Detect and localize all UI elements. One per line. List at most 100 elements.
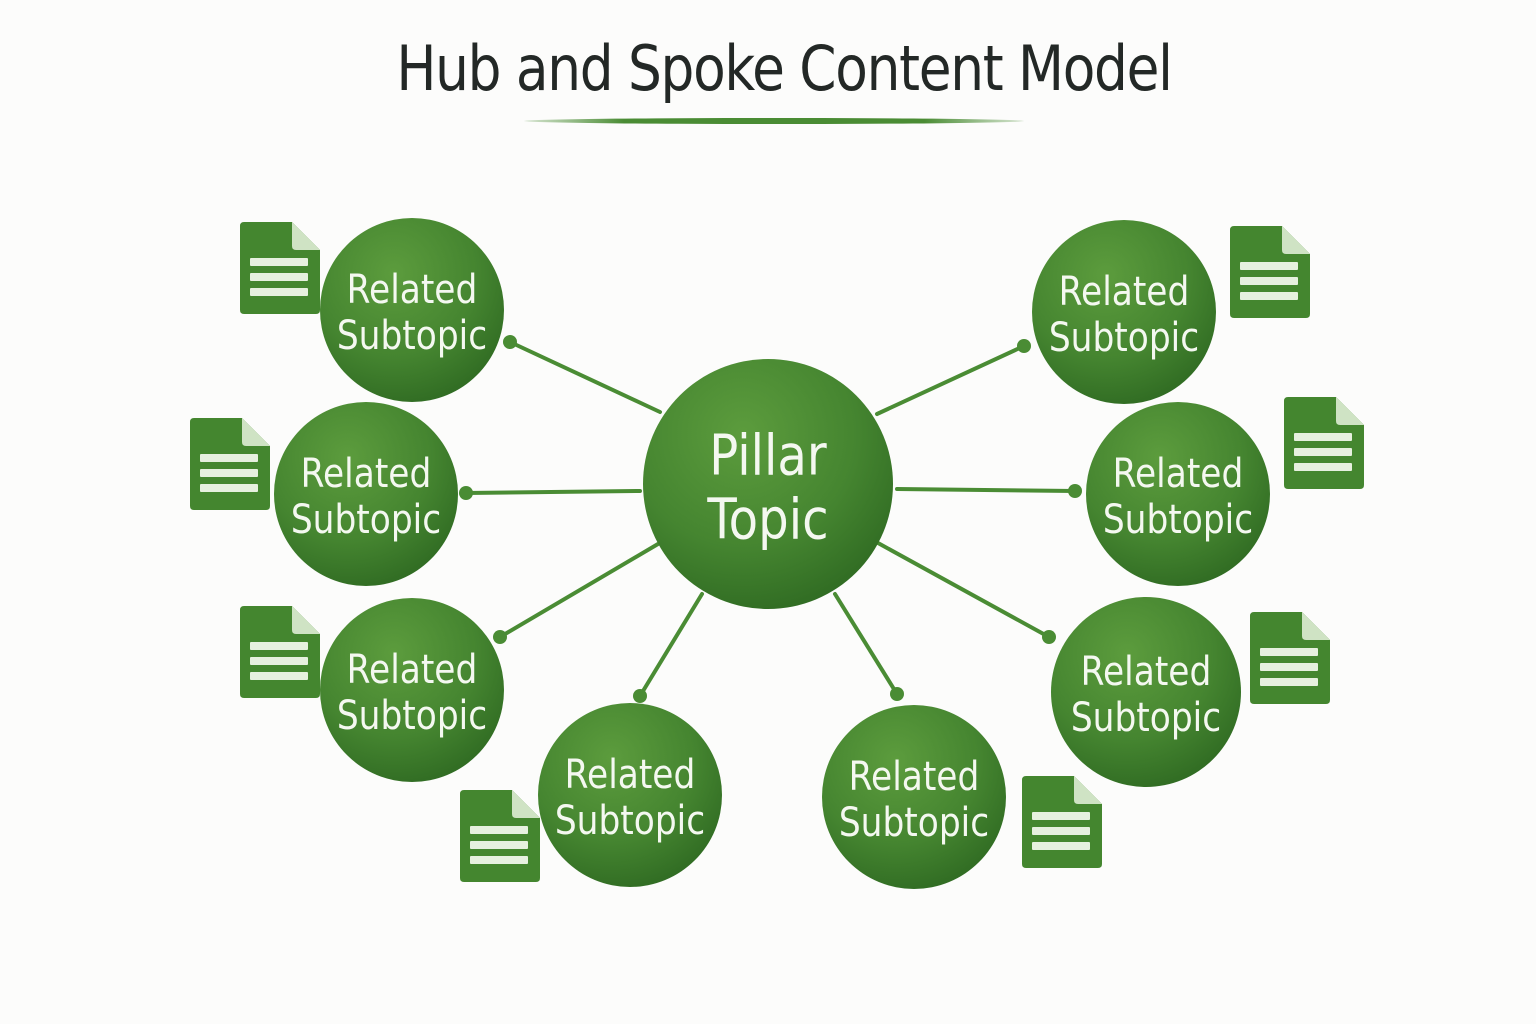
node-label-line1: Related — [565, 751, 696, 798]
connector-dot — [890, 687, 904, 701]
spoke-circle — [538, 703, 722, 887]
document-icon — [190, 418, 270, 510]
document-body — [1250, 612, 1330, 704]
node-label-line1: Related — [347, 646, 478, 693]
document-icon — [1284, 397, 1364, 489]
connector-dot — [1042, 630, 1056, 644]
connector-line — [498, 542, 660, 639]
connector-dot — [1017, 339, 1031, 353]
document-line — [1260, 663, 1318, 671]
document-line — [250, 672, 308, 680]
document-body — [240, 606, 320, 698]
document-body — [460, 790, 540, 882]
document-icon — [240, 606, 320, 698]
document-line — [200, 484, 258, 492]
node-label-line2: Subtopic — [1103, 496, 1253, 543]
document-body — [1230, 226, 1310, 318]
connector-dot — [459, 486, 473, 500]
document-line — [1260, 648, 1318, 656]
node-label-line2: Subtopic — [555, 797, 705, 844]
hub-circle — [643, 359, 893, 609]
document-line — [470, 826, 528, 834]
spoke-circle — [1086, 402, 1270, 586]
document-fold — [242, 418, 270, 446]
document-body — [1284, 397, 1364, 489]
document-line — [250, 258, 308, 266]
spoke-circle — [274, 402, 458, 586]
connector-line — [875, 344, 1026, 416]
document-line — [250, 642, 308, 650]
nodes: RelatedSubtopicRelatedSubtopicRelatedSub… — [190, 218, 1364, 889]
document-icon — [1230, 226, 1310, 318]
connector-dot — [1068, 484, 1082, 498]
document-icon — [460, 790, 540, 882]
connector-line — [833, 592, 899, 696]
document-line — [200, 469, 258, 477]
diagram-title: Hub and Spoke Content Model — [396, 32, 1173, 105]
document-line — [1240, 292, 1298, 300]
connector-dot — [633, 689, 647, 703]
document-line — [1294, 448, 1352, 456]
connector-line — [464, 489, 642, 495]
node-label-line2: Subtopic — [291, 496, 441, 543]
node-label-line2: Subtopic — [337, 692, 487, 739]
node-label-line2: Subtopic — [1071, 694, 1221, 741]
document-icon — [240, 222, 320, 314]
document-fold — [1282, 226, 1310, 254]
spoke-circle — [1051, 597, 1241, 787]
document-line — [1294, 463, 1352, 471]
document-fold — [292, 606, 320, 634]
document-line — [1260, 678, 1318, 686]
connector-dot — [503, 335, 517, 349]
node-label-line1: Related — [849, 753, 980, 800]
connector-dot — [493, 630, 507, 644]
document-line — [250, 657, 308, 665]
node-label-line1: Related — [1081, 648, 1212, 695]
document-line — [250, 288, 308, 296]
document-fold — [1302, 612, 1330, 640]
spoke-circle — [320, 218, 504, 402]
document-line — [1032, 812, 1090, 820]
node-label-line1: Pillar — [709, 424, 827, 488]
connector-line — [508, 340, 662, 414]
document-fold — [1336, 397, 1364, 425]
node-label-line1: Related — [1113, 450, 1244, 497]
document-body — [1022, 776, 1102, 868]
connector-line — [895, 487, 1077, 493]
node-label-line2: Topic — [707, 488, 829, 552]
document-line — [470, 841, 528, 849]
node-label-line1: Related — [301, 450, 432, 497]
document-line — [470, 856, 528, 864]
document-icon — [1250, 612, 1330, 704]
node-label-line2: Subtopic — [839, 799, 989, 846]
node-label-line1: Related — [1059, 268, 1190, 315]
document-body — [190, 418, 270, 510]
document-body — [240, 222, 320, 314]
connector-line — [638, 592, 704, 698]
title-underline — [524, 118, 1024, 124]
spoke-circle — [320, 598, 504, 782]
document-line — [250, 273, 308, 281]
node-label-line2: Subtopic — [337, 312, 487, 359]
document-fold — [512, 790, 540, 818]
document-icon — [1022, 776, 1102, 868]
connectors — [459, 335, 1082, 703]
document-line — [1032, 842, 1090, 850]
spoke-circle — [1032, 220, 1216, 404]
document-line — [200, 454, 258, 462]
node-label-line2: Subtopic — [1049, 314, 1199, 361]
document-line — [1032, 827, 1090, 835]
node-label-line1: Related — [347, 266, 478, 313]
document-line — [1294, 433, 1352, 441]
spoke-circle — [822, 705, 1006, 889]
connector-line — [876, 541, 1051, 639]
